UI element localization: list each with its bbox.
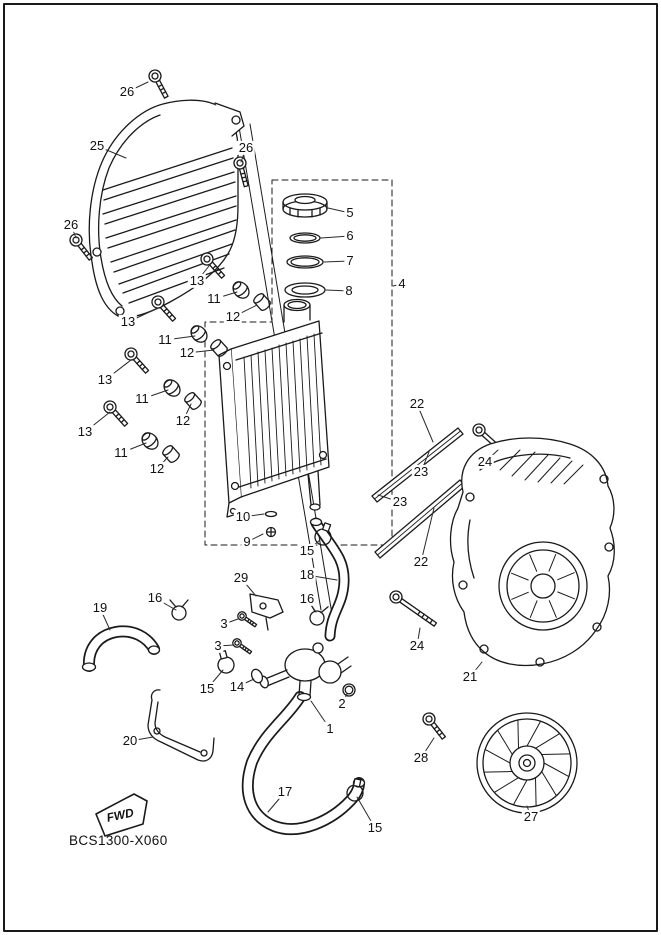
- leader-line: [241, 578, 256, 596]
- leader-line: [218, 645, 234, 646]
- leader-line: [127, 82, 148, 92]
- leader-line: [417, 404, 433, 442]
- cooling-fan-illustration: [477, 713, 577, 813]
- hoses-illustration: [83, 519, 365, 830]
- leader-line: [247, 534, 263, 542]
- leader-line: [421, 738, 434, 758]
- leader-line: [207, 670, 223, 689]
- drain-bolt-illustration: [266, 512, 277, 537]
- leader-line: [393, 284, 402, 286]
- leader-line: [307, 575, 337, 580]
- leader-line: [321, 236, 350, 238]
- radiator-cap-assembly-illustration: [283, 194, 327, 297]
- leader-line: [470, 662, 482, 677]
- leader-line: [105, 360, 131, 380]
- fwd-label: FWD: [105, 805, 135, 824]
- leader-line: [311, 701, 330, 729]
- leader-line: [237, 679, 254, 687]
- page-border-frame: [4, 4, 657, 931]
- leader-line: [342, 694, 347, 704]
- leader-line: [421, 508, 434, 562]
- leader-line: [328, 208, 350, 213]
- leader-line: [121, 443, 146, 453]
- leader-line: [357, 797, 375, 828]
- leader-line: [417, 628, 420, 646]
- leader-line: [268, 792, 285, 812]
- leader-line: [100, 608, 110, 630]
- leader-line: [142, 390, 168, 399]
- leader-line: [324, 261, 350, 262]
- fwd-arrow-flag: FWD: [96, 794, 147, 836]
- leader-line: [165, 336, 195, 340]
- radiator-illustration: [219, 300, 329, 518]
- leader-line: [243, 514, 264, 517]
- leader-line: [130, 737, 153, 741]
- leader-line: [326, 290, 349, 291]
- leader-line: [224, 619, 238, 624]
- drawing-code: BCS1300-X060: [69, 833, 168, 848]
- leader-line: [157, 457, 168, 469]
- radiator-cover-illustration: [89, 100, 244, 317]
- bracket-illustration: [148, 690, 214, 761]
- leader-line: [307, 599, 316, 612]
- leader-line: [183, 404, 191, 421]
- leader-line: [214, 292, 237, 299]
- leader-line: [233, 305, 257, 317]
- leader-line: [187, 350, 214, 353]
- leader-line: [85, 412, 110, 432]
- crankcase-cover-illustration: [451, 438, 615, 666]
